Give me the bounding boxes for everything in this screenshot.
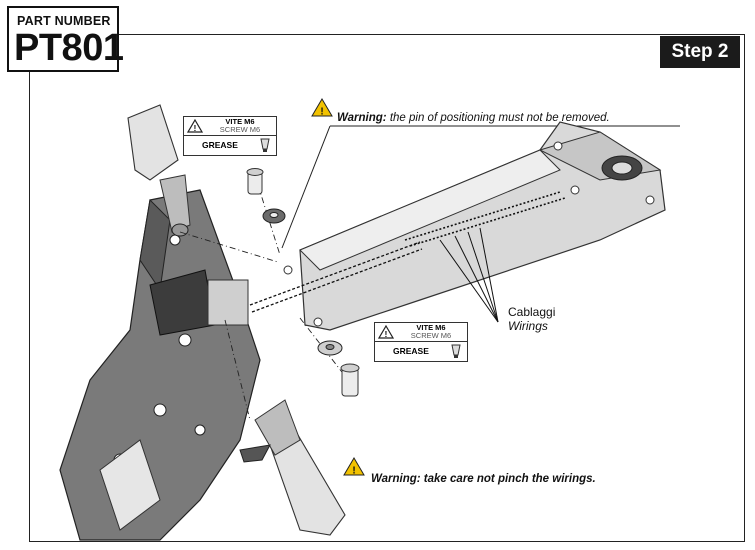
- top-warning-text: the pin of positioning must not be remov…: [386, 112, 610, 124]
- svg-text:!: !: [385, 330, 388, 339]
- svg-text:!: !: [352, 466, 355, 477]
- svg-text:!: !: [320, 107, 323, 118]
- wirings-callout: Cablaggi Wirings: [508, 305, 555, 333]
- top-turn-signal: [127, 104, 191, 237]
- license-plate-holder: [59, 189, 261, 541]
- caution-icon: !: [378, 325, 394, 339]
- license-bracket-part: [283, 121, 666, 331]
- warning-icon-bottom: !: [343, 457, 365, 477]
- bottom-screw: [340, 363, 360, 397]
- caution-icon: !: [187, 119, 203, 133]
- screw-label-it: VITE M6: [416, 323, 446, 332]
- wirings-label: Wirings: [508, 319, 548, 333]
- screw-label-en: SCREW M6: [219, 125, 261, 134]
- screw-label-en: SCREW M6: [410, 331, 452, 340]
- top-screw: [246, 168, 264, 195]
- top-warning: Warning: the pin of positioning must not…: [337, 112, 610, 124]
- top-warning-prefix: Warning:: [337, 112, 387, 124]
- step-tag: Step 2: [660, 36, 740, 68]
- screw-label-it: VITE M6: [225, 117, 255, 126]
- part-number-value: PT801: [14, 27, 124, 69]
- bottom-warning-text: Warning: take care not pinch the wirings…: [371, 473, 596, 485]
- wiring-lines: [249, 227, 499, 323]
- part-number-label: PART NUMBER: [17, 14, 111, 28]
- bottom-turn-signal: [239, 399, 346, 536]
- svg-text:!: !: [194, 124, 197, 133]
- grease-tube-icon: [260, 138, 270, 152]
- warning-pointer-line: [281, 125, 331, 249]
- top-washer: [262, 208, 286, 224]
- cablaggi-label: Cablaggi: [508, 305, 556, 319]
- warning-icon-top: !: [311, 98, 333, 118]
- bottom-washer: [317, 340, 343, 356]
- grease-label: GREASE: [393, 346, 429, 356]
- grease-tube-icon: [451, 344, 461, 358]
- part-number-box: PART NUMBER PT801: [7, 6, 124, 72]
- diagram-frame: [29, 34, 745, 542]
- grease-label: GREASE: [202, 140, 238, 150]
- bottom-warning: Warning: take care not pinch the wirings…: [371, 473, 596, 485]
